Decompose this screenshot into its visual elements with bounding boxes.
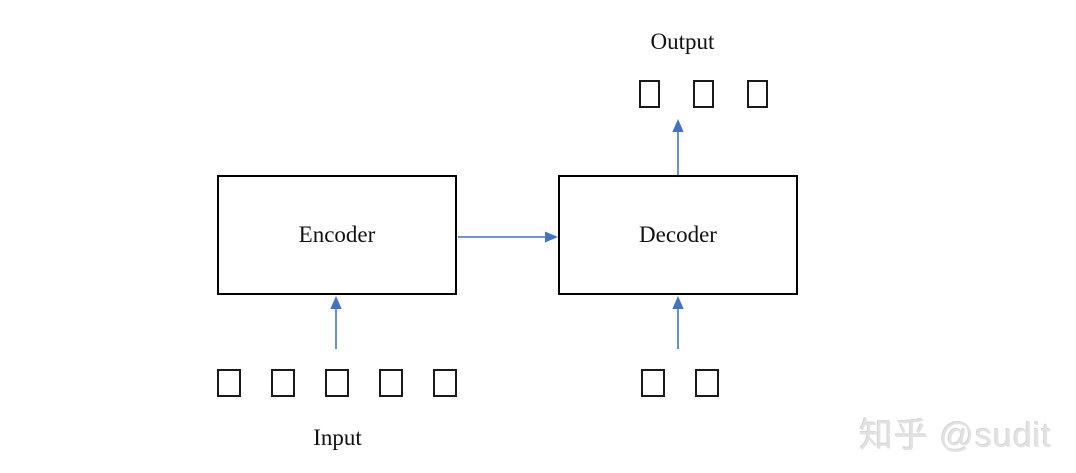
decoder-label: Decoder — [639, 222, 717, 247]
token-square — [639, 80, 660, 108]
decoder-box: Decoder — [558, 175, 798, 295]
token-square — [271, 369, 295, 397]
input-to-encoder-arrow — [330, 296, 342, 349]
output-token-row — [639, 80, 768, 108]
token-square — [325, 369, 349, 397]
token-square — [641, 369, 665, 397]
output-label: Output — [650, 29, 715, 54]
encoder-to-decoder-arrow — [458, 231, 558, 243]
zhihu-watermark: 知乎 @sudit — [859, 417, 1052, 455]
token-square — [695, 369, 719, 397]
token-square — [379, 369, 403, 397]
token-square — [693, 80, 714, 108]
token-square — [433, 369, 457, 397]
input-label: Input — [313, 425, 362, 450]
token-square — [217, 369, 241, 397]
decoder-input-token-row — [641, 369, 719, 397]
input-to-decoder-arrow — [672, 296, 684, 349]
encoder-label: Encoder — [298, 222, 376, 247]
decoder-to-output-arrow — [672, 119, 684, 175]
token-square — [747, 80, 768, 108]
encoder-box: Encoder — [217, 175, 457, 295]
input-token-row — [217, 369, 457, 397]
